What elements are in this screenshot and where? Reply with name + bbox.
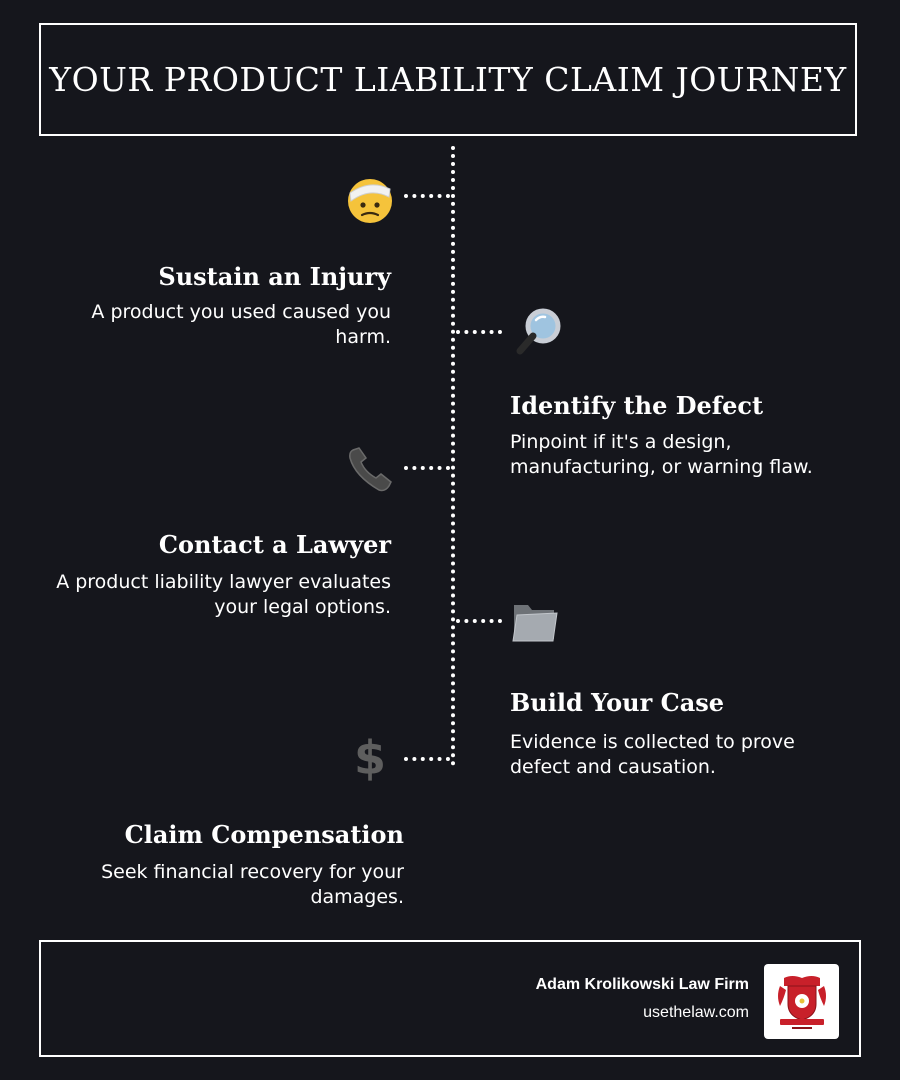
footer-banner: Adam Krolikowski Law Firm usethelaw.com xyxy=(39,940,861,1057)
connector-2 xyxy=(456,330,502,334)
step-2-title: Identify the Defect xyxy=(510,391,764,420)
step-5-description: Seek financial recovery for your damages… xyxy=(101,861,404,908)
timeline-line xyxy=(451,146,455,766)
step-2-description: Pinpoint if it's a design, manufacturing… xyxy=(510,431,813,478)
step-1-description: A product you used caused you harm. xyxy=(91,301,391,348)
magnifying-glass-icon xyxy=(514,306,564,356)
step-4-title: Build Your Case xyxy=(510,688,725,717)
step-1-title: Sustain an Injury xyxy=(158,262,391,291)
step-4-description: Evidence is collected to prove defect an… xyxy=(510,731,795,778)
connector-1 xyxy=(404,194,450,198)
connector-3 xyxy=(404,466,450,470)
firm-website[interactable]: usethelaw.com xyxy=(643,1004,749,1021)
telephone-icon xyxy=(345,444,395,494)
page-title: YOUR PRODUCT LIABILITY CLAIM JOURNEY xyxy=(49,60,847,99)
law-firm-crest-logo xyxy=(764,964,839,1039)
connector-4 xyxy=(456,619,502,623)
bandaged-face-icon xyxy=(345,175,395,225)
dollar-sign-icon: $ xyxy=(345,732,395,782)
step-3-title: Contact a Lawyer xyxy=(158,530,391,559)
folder-icon xyxy=(510,595,560,645)
title-banner: YOUR PRODUCT LIABILITY CLAIM JOURNEY xyxy=(39,23,857,136)
svg-text:$: $ xyxy=(354,732,386,782)
firm-name: Adam Krolikowski Law Firm xyxy=(535,976,749,993)
step-3-description: A product liability lawyer evaluates you… xyxy=(56,571,391,618)
step-5-title: Claim Compensation xyxy=(124,820,404,849)
connector-5 xyxy=(404,757,450,761)
